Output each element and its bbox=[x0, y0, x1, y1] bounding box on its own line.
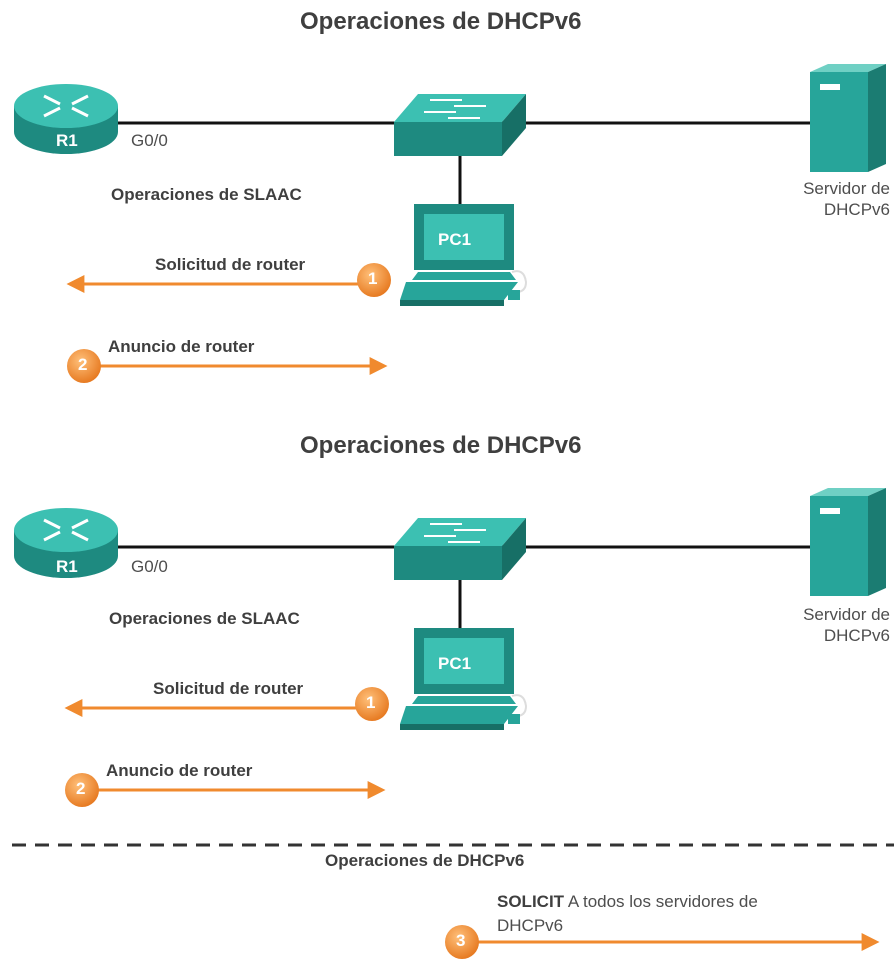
step-2-label: Anuncio de router bbox=[108, 337, 255, 356]
step-2-badge bbox=[67, 349, 101, 383]
pc-icon bbox=[400, 628, 528, 730]
step-1-arrow bbox=[64, 699, 368, 717]
step-2-arrow bbox=[88, 781, 386, 799]
router-icon bbox=[14, 84, 118, 154]
pc-name: PC1 bbox=[438, 654, 472, 673]
step-3-number: 3 bbox=[456, 931, 466, 950]
panel-1-title: Operaciones de DHCPv6 bbox=[300, 8, 582, 35]
router-icon bbox=[14, 508, 118, 578]
step-1-label: Solicitud de router bbox=[155, 255, 306, 274]
switch-icon bbox=[394, 518, 526, 580]
step-1-badge bbox=[357, 263, 391, 297]
step-3-label-bold: SOLICIT bbox=[497, 892, 565, 911]
slaac-heading: Operaciones de SLAAC bbox=[111, 185, 302, 204]
step-2-number: 2 bbox=[78, 355, 88, 374]
step-3-label: SOLICIT A todos los servidores de DHCPv6 bbox=[497, 890, 758, 938]
step-3-arrow bbox=[472, 933, 880, 951]
router-name: R1 bbox=[56, 131, 78, 150]
pc-name: PC1 bbox=[438, 230, 472, 249]
server-label: Servidor de DHCPv6 bbox=[803, 179, 890, 219]
step-1-badge bbox=[355, 687, 389, 721]
step-1-number: 1 bbox=[366, 693, 376, 712]
panel-2-title: Operaciones de DHCPv6 bbox=[300, 432, 582, 459]
server-label: Servidor de DHCPv6 bbox=[803, 605, 890, 645]
slaac-heading: Operaciones de SLAAC bbox=[109, 609, 300, 628]
dashed-divider bbox=[12, 843, 894, 847]
router-name: R1 bbox=[56, 557, 78, 576]
step-2-arrow bbox=[90, 357, 388, 375]
step-2-badge bbox=[65, 773, 99, 807]
step-3-label-rest: A todos los servidores de bbox=[564, 892, 758, 911]
server-icon bbox=[810, 64, 886, 172]
step-2-label: Anuncio de router bbox=[106, 761, 253, 780]
pc-icon bbox=[400, 204, 528, 306]
step-1-number: 1 bbox=[368, 269, 378, 288]
step-2-number: 2 bbox=[76, 779, 86, 798]
step-3-badge bbox=[445, 925, 479, 959]
switch-icon bbox=[394, 94, 526, 156]
step-1-label: Solicitud de router bbox=[153, 679, 304, 698]
step-1-arrow bbox=[66, 275, 370, 293]
interface-label: G0/0 bbox=[131, 131, 168, 150]
server-icon bbox=[810, 488, 886, 596]
step-3-label-line2: DHCPv6 bbox=[497, 916, 564, 935]
interface-label: G0/0 bbox=[131, 557, 168, 576]
dhcp-heading: Operaciones de DHCPv6 bbox=[325, 851, 525, 870]
